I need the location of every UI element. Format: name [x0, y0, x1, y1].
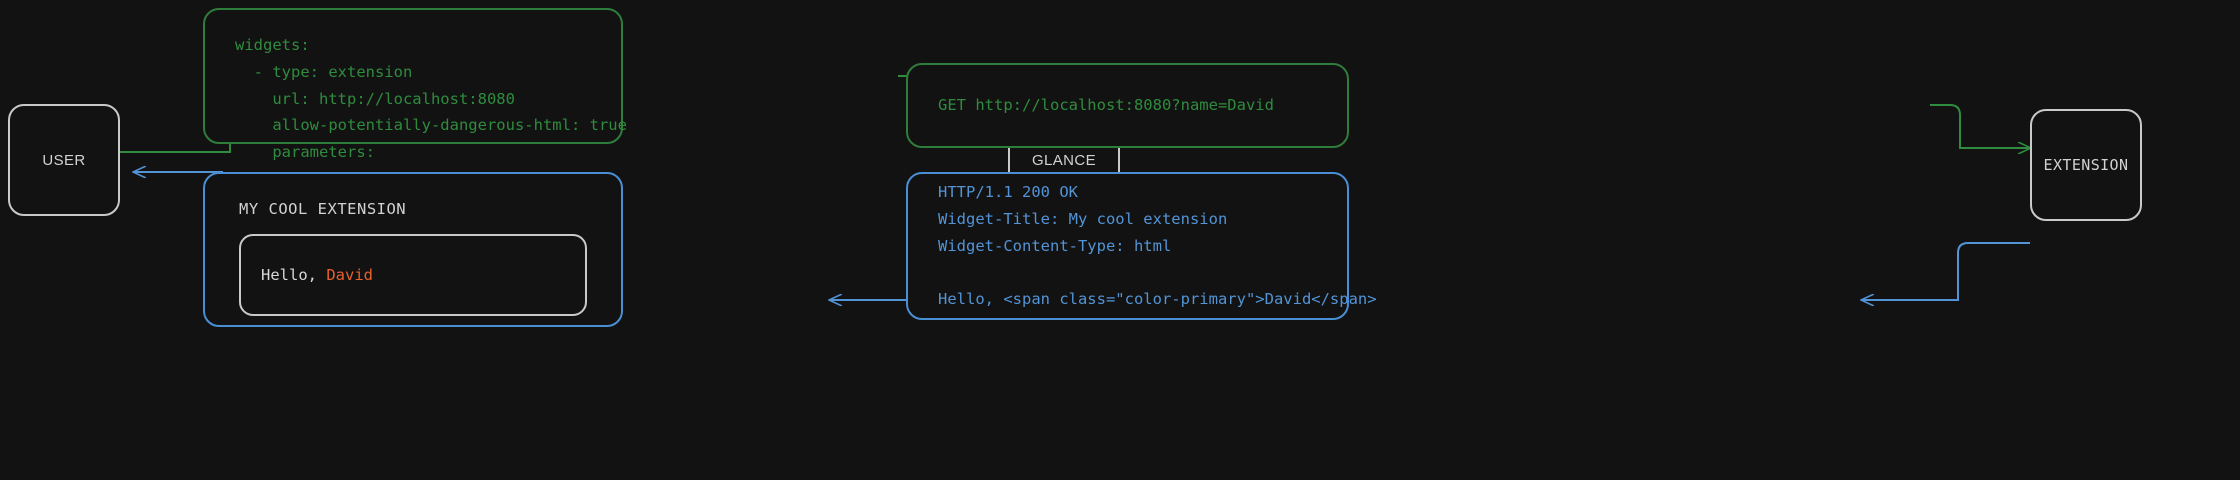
- node-user-label: USER: [42, 151, 86, 169]
- widget-content-card: Hello, David: [239, 234, 587, 316]
- widget-greeting-name: David: [326, 266, 373, 284]
- node-extension-label: EXTENSION: [2043, 156, 2129, 174]
- node-extension[interactable]: EXTENSION: [2030, 109, 2142, 221]
- panel-http-request[interactable]: GET http://localhost:8080?name=David: [906, 63, 1349, 148]
- widget-greeting-prefix: Hello,: [261, 266, 327, 284]
- widget-title: MY COOL EXTENSION: [239, 200, 407, 218]
- http-response-code: HTTP/1.1 200 OK Widget-Title: My cool ex…: [938, 182, 1377, 309]
- node-user[interactable]: USER: [8, 104, 120, 216]
- yaml-config-code: widgets: - type: extension url: http://l…: [235, 36, 627, 188]
- panel-http-response[interactable]: HTTP/1.1 200 OK Widget-Title: My cool ex…: [906, 172, 1377, 320]
- wire-request-to-extension: [1930, 104, 2030, 148]
- panel-yaml-config[interactable]: widgets: - type: extension url: http://l…: [203, 8, 627, 188]
- panel-rendered-widget[interactable]: MY COOL EXTENSION Hello, David: [203, 172, 623, 327]
- widget-greeting-text: Hello, David: [261, 266, 373, 284]
- node-glance-label: GLANCE: [1031, 151, 1097, 169]
- http-request-code: GET http://localhost:8080?name=David: [938, 96, 1274, 115]
- wire-extension-to-response: [1862, 242, 2030, 300]
